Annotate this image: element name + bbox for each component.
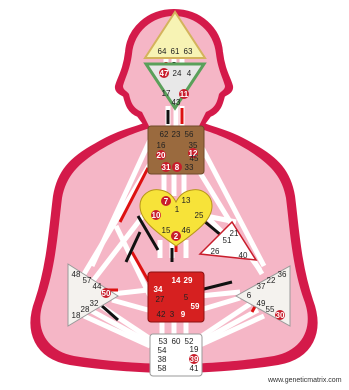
gate-45: 45 <box>190 154 199 163</box>
gate-42: 42 <box>157 310 166 319</box>
gate-62: 62 <box>160 130 169 139</box>
gate-56: 56 <box>185 130 194 139</box>
gate-2: 2 <box>174 232 179 241</box>
gate-64: 64 <box>158 47 167 56</box>
gate-47: 47 <box>160 69 169 78</box>
gate-9: 9 <box>181 310 186 319</box>
gate-30: 30 <box>276 311 285 320</box>
root-center: 53 60 52 54 19 38 39 58 41 <box>150 334 202 376</box>
gate-48: 48 <box>72 270 81 279</box>
gate-13: 13 <box>182 196 191 205</box>
gate-18: 18 <box>72 311 81 320</box>
gate-27: 27 <box>156 295 165 304</box>
gate-14: 14 <box>172 276 181 285</box>
gate-8: 8 <box>175 163 180 172</box>
gate-19: 19 <box>190 345 199 354</box>
gate-34: 34 <box>154 285 163 294</box>
gate-32: 32 <box>90 299 99 308</box>
gate-1: 1 <box>175 205 180 214</box>
gate-25: 25 <box>195 211 204 220</box>
gate-55: 55 <box>266 305 275 314</box>
gate-6: 6 <box>247 291 252 300</box>
throat-center: 62 23 56 16 35 20 12 31 8 33 45 <box>148 126 204 174</box>
gate-37: 37 <box>257 282 266 291</box>
gate-10: 10 <box>152 211 161 220</box>
gate-63: 63 <box>184 47 193 56</box>
gate-3: 3 <box>170 310 175 319</box>
gate-31: 31 <box>162 163 171 172</box>
gate-4: 4 <box>187 69 192 78</box>
gate-29: 29 <box>184 276 193 285</box>
gate-17: 17 <box>162 89 171 98</box>
gate-11: 11 <box>180 90 189 99</box>
gate-16: 16 <box>157 141 166 150</box>
gate-7: 7 <box>164 197 169 206</box>
gate-15: 15 <box>162 226 171 235</box>
gate-53: 53 <box>159 337 168 346</box>
gate-36: 36 <box>278 270 287 279</box>
gate-33: 33 <box>185 163 194 172</box>
credit-text: www.geneticmatrix.com <box>268 377 342 384</box>
sacral-center: 34 14 29 5 27 42 3 9 59 <box>148 272 204 322</box>
gate-26: 26 <box>211 247 220 256</box>
gate-43: 43 <box>172 98 181 107</box>
gate-22: 22 <box>267 276 276 285</box>
gate-23: 23 <box>172 130 181 139</box>
gate-58: 58 <box>158 364 167 373</box>
gate-59: 59 <box>191 302 200 311</box>
gate-38: 38 <box>158 355 167 364</box>
gate-50: 50 <box>102 289 111 298</box>
gate-40: 40 <box>239 251 248 260</box>
gate-39: 39 <box>190 355 199 364</box>
gate-41: 41 <box>190 364 199 373</box>
gate-54: 54 <box>158 346 167 355</box>
gate-51: 51 <box>223 236 232 245</box>
gate-57: 57 <box>83 276 92 285</box>
gate-20: 20 <box>157 151 166 160</box>
gate-24: 24 <box>173 69 182 78</box>
gate-5: 5 <box>184 293 189 302</box>
gate-60: 60 <box>172 337 181 346</box>
gate-28: 28 <box>81 305 90 314</box>
gate-46: 46 <box>182 226 191 235</box>
gate-61: 61 <box>171 47 180 56</box>
